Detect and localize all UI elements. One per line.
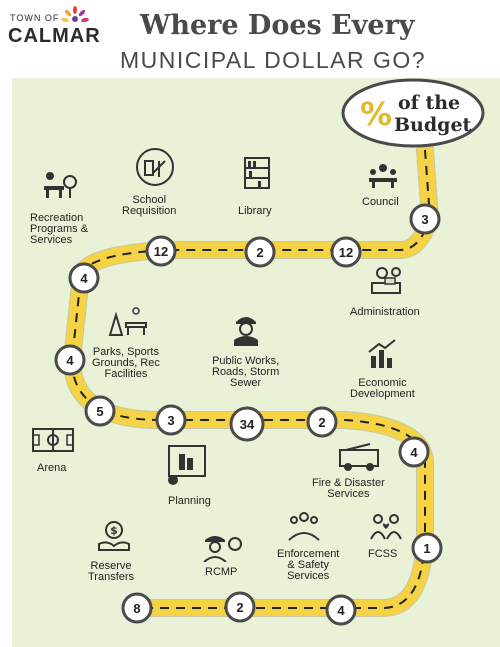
badge-arena: 5	[84, 395, 116, 427]
legend-text-line1: of the	[398, 92, 461, 114]
label-rcmp: RCMP	[205, 566, 238, 578]
badge-council: 3	[409, 203, 441, 235]
svg-text:5: 5	[96, 404, 103, 419]
svg-text:3: 3	[421, 212, 428, 227]
svg-text:34: 34	[240, 417, 255, 432]
enforcement-icon	[288, 512, 320, 541]
legend-text-line2: Budget	[394, 114, 472, 136]
svg-text:8: 8	[133, 601, 140, 616]
logo-calmar: CALMAR	[8, 25, 101, 47]
legend-percent-symbol: %	[360, 95, 393, 133]
council-icon	[369, 164, 397, 188]
badge-library: 2	[244, 236, 276, 268]
economic-development-icon	[368, 339, 396, 368]
page-subtitle: MUNICIPAL DOLLAR GO?	[120, 47, 427, 73]
parks-icon	[108, 307, 147, 336]
label-fcss: FCSS	[368, 548, 398, 560]
label-council: Council	[362, 196, 399, 208]
svg-text:12: 12	[154, 244, 168, 259]
rcmp-icon	[203, 536, 242, 562]
svg-text:4: 4	[410, 445, 418, 460]
svg-text:2: 2	[236, 600, 243, 615]
badge-parks: 4	[54, 344, 86, 376]
logo-town-of: TOWN OF	[10, 13, 60, 23]
fcss-icon	[370, 514, 402, 540]
badge-enforcement: 4	[325, 594, 357, 626]
arena-icon	[32, 428, 74, 452]
svg-text:3: 3	[167, 413, 174, 428]
badge-reserve-transfers: 8	[121, 592, 153, 624]
library-icon	[244, 157, 270, 189]
school-icon	[136, 148, 174, 186]
label-planning: Planning	[168, 495, 211, 507]
svg-text:12: 12	[339, 245, 353, 260]
svg-text:1: 1	[423, 541, 430, 556]
page-title: Where Does Every	[140, 10, 415, 41]
label-library: Library	[238, 205, 272, 217]
badge-planning: 3	[155, 404, 187, 436]
reserve-transfers-icon: $	[98, 521, 130, 551]
label-administration: Administration	[350, 306, 420, 318]
badge-economic-development: 2	[306, 406, 338, 438]
badge-school-requisition: 12	[145, 235, 177, 267]
label-arena: Arena	[37, 462, 67, 474]
badge-rcmp: 2	[224, 591, 256, 623]
legend-oval	[341, 78, 485, 148]
badge-public-works: 34	[229, 406, 265, 442]
planning-icon	[168, 445, 206, 485]
svg-text:$: $	[110, 524, 118, 537]
svg-text:4: 4	[80, 271, 88, 286]
badge-fire: 4	[398, 436, 430, 468]
administration-icon	[371, 267, 401, 294]
svg-text:2: 2	[256, 245, 263, 260]
header: TOWN OF CALMAR Where Does Every MUNICIPA…	[0, 0, 500, 80]
svg-text:4: 4	[66, 353, 74, 368]
calmar-flower-logo-icon	[61, 6, 89, 23]
badge-fcss: 1	[411, 532, 443, 564]
svg-text:2: 2	[318, 415, 325, 430]
public-works-icon	[234, 317, 258, 346]
fire-truck-icon	[339, 443, 379, 471]
badge-recreation: 4	[68, 262, 100, 294]
badge-administration: 12	[330, 236, 362, 268]
recreation-icon	[44, 172, 77, 198]
svg-text:4: 4	[337, 603, 345, 618]
